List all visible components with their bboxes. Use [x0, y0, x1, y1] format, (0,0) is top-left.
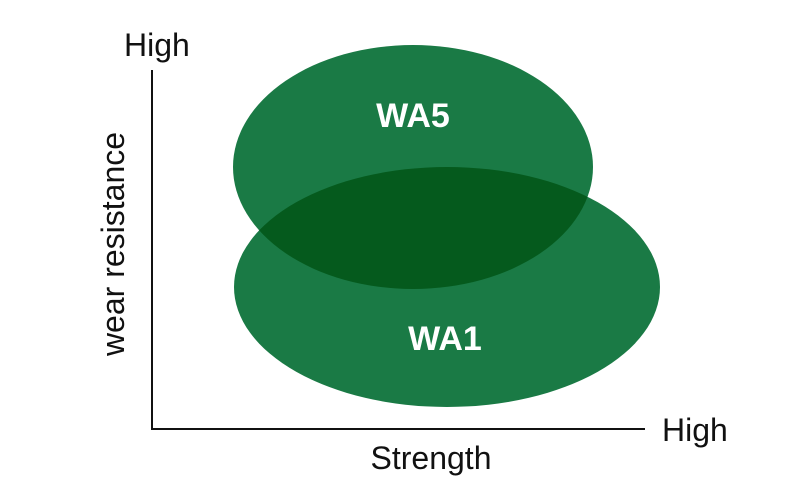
x-axis-title: Strength — [371, 440, 492, 476]
y-axis-title: wear resistance — [95, 132, 131, 357]
x-axis-high-label: High — [662, 412, 728, 448]
y-axis-high-label: High — [124, 27, 190, 63]
wa1-label: WA1 — [408, 320, 482, 358]
wa5-label: WA5 — [376, 97, 450, 135]
overlap-region — [234, 167, 593, 289]
